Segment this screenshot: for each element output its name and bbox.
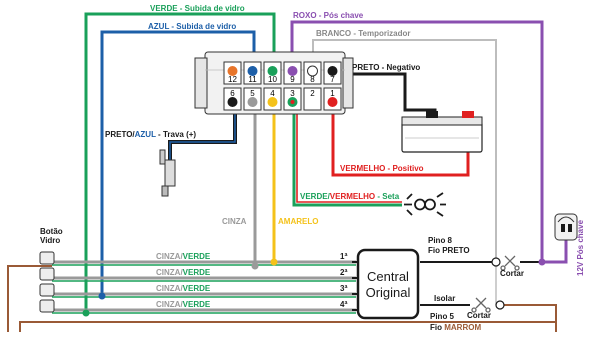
svg-text:11: 11	[248, 75, 257, 84]
label-verde-subida: VERDE - Subida de vidro	[150, 4, 245, 13]
pin-4: 4	[263, 87, 282, 111]
central-label-line1: Central	[367, 269, 409, 284]
rail-label-3: CINZA/VERDE	[156, 284, 211, 293]
pin-5: 5	[243, 87, 262, 111]
label-vidro: Vidro	[40, 236, 60, 245]
pin-12: 12	[223, 61, 242, 85]
label-vermelho-positivo: VERMELHO - Positivo	[340, 164, 424, 173]
rail-number-3: 3ª	[340, 284, 347, 293]
svg-text:7: 7	[330, 75, 335, 84]
label-pino5: Pino 5	[430, 312, 455, 321]
door-lock-actuator-icon	[159, 149, 176, 197]
svg-text:10: 10	[268, 75, 277, 84]
turn-signal-lamp-icon	[404, 192, 446, 217]
pin-11: 11	[243, 61, 262, 85]
pin-6: 6	[223, 87, 242, 111]
svg-text:6: 6	[230, 89, 235, 98]
rail-label-4: CINZA/VERDE	[156, 300, 211, 309]
ignition-key-icon	[554, 213, 578, 241]
rail-2	[52, 276, 356, 282]
pin-9: 9	[283, 61, 302, 85]
svg-text:8: 8	[310, 75, 315, 84]
label-isolar: Isolar	[434, 294, 455, 303]
brown-wire-left	[7, 265, 52, 332]
pin-2: 2	[303, 87, 322, 111]
svg-text:1: 1	[330, 89, 335, 98]
svg-text:3: 3	[290, 89, 295, 98]
rail-label-1: CINZA/VERDE	[156, 252, 211, 261]
green-red-wire-seta	[292, 110, 402, 207]
pin-8: 8	[303, 61, 322, 85]
window-button-stack	[39, 251, 55, 313]
label-12v-pos-chave: 12V Pós chave	[576, 219, 585, 276]
junction-dot	[251, 262, 259, 270]
junction-dot	[270, 258, 278, 266]
label-pino8-fio: Fio PRETO	[428, 246, 470, 255]
label-azul-subida: AZUL - Subida de vidro	[148, 22, 236, 31]
label-cortar-2: Cortar	[467, 311, 491, 320]
node-open	[495, 300, 505, 310]
label-branco: BRANCO - Temporizador	[316, 29, 411, 38]
node-open	[491, 257, 501, 267]
label-seta: VERDE/VERMELHO - Seta	[300, 192, 400, 201]
rail-1	[52, 260, 356, 266]
label-cinza: CINZA	[222, 217, 247, 226]
green-wire-top	[84, 12, 276, 313]
pin-10: 10	[263, 61, 282, 85]
label-pino5-fio: Fio MARROM	[430, 323, 481, 332]
rail-4	[52, 308, 356, 314]
battery-icon	[401, 111, 483, 153]
central-label-line2: Original	[366, 285, 411, 300]
junction-dot	[98, 292, 106, 300]
pin-1: 1	[323, 87, 342, 111]
label-botao: Botão	[40, 227, 63, 236]
label-amarelo: AMARELO	[278, 217, 318, 226]
rail-number-4: 4ª	[340, 300, 347, 309]
label-roxo: ROXO - Pós chave	[293, 11, 364, 20]
rail-label-2: CINZA/VERDE	[156, 268, 211, 277]
svg-text:12: 12	[228, 75, 237, 84]
svg-text:2: 2	[310, 89, 315, 98]
rail-number-1: 1ª	[340, 252, 347, 261]
scissors-icon	[500, 255, 520, 271]
pin-7: 7	[323, 61, 342, 85]
svg-text:5: 5	[250, 89, 255, 98]
junction-dot	[538, 258, 546, 266]
label-pino8: Pino 8	[428, 236, 453, 245]
label-trava: PRETO/AZUL - Trava (+)	[105, 130, 196, 139]
label-cortar-1: Cortar	[500, 269, 524, 278]
blue-wire	[100, 30, 256, 296]
purple-wire	[290, 20, 544, 262]
junction-dot	[82, 309, 90, 317]
central-original-box	[352, 248, 420, 320]
pin-3: 3	[283, 87, 302, 111]
rail-number-2: 2ª	[340, 268, 347, 277]
red-wire-positive	[331, 114, 470, 177]
rail-3	[52, 292, 356, 298]
svg-text:9: 9	[290, 75, 295, 84]
scissors-icon	[471, 297, 491, 313]
label-preto-negativo: PRETO - Negativo	[352, 63, 420, 72]
brown-wire-bottom	[19, 321, 557, 332]
svg-text:4: 4	[270, 89, 275, 98]
